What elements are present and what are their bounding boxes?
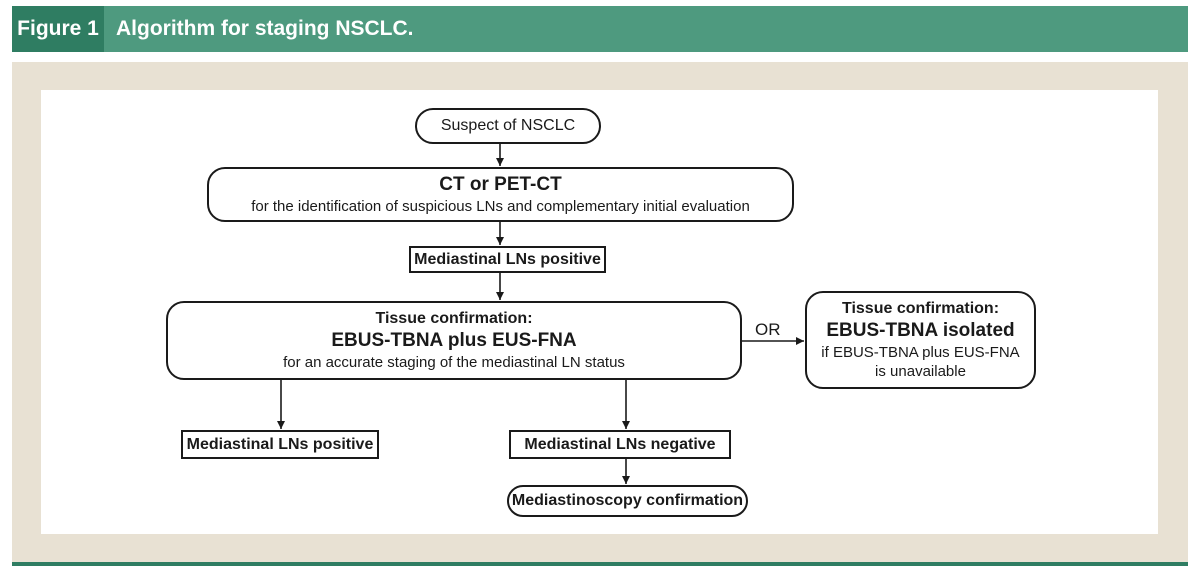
bottom-rule [12, 562, 1188, 566]
node-imaging-title: CT or PET-CT [439, 174, 562, 195]
node-tissue-main-subtitle: for an accurate staging of the mediastin… [283, 354, 625, 371]
node-tissue-main: Tissue confirmation: EBUS-TBNA plus EUS-… [166, 301, 742, 380]
node-mediastinoscopy-text: Mediastinoscopy confirmation [511, 492, 744, 509]
node-suspect-text: Suspect of NSCLC [440, 117, 576, 134]
node-tissue-alt: Tissue confirmation: EBUS-TBNA isolated … [805, 291, 1036, 389]
node-positive-2-text: Mediastinal LNs positive [186, 435, 374, 453]
node-tissue-main-heading: Tissue confirmation: [375, 310, 533, 327]
node-tissue-alt-subtitle-2: is unavailable [875, 363, 966, 380]
node-imaging-subtitle: for the identification of suspicious LNs… [251, 198, 750, 215]
node-tissue-alt-title: EBUS-TBNA isolated [826, 320, 1015, 341]
node-tissue-alt-subtitle-1: if EBUS-TBNA plus EUS-FNA [821, 344, 1020, 361]
node-positive-2: Mediastinal LNs positive [181, 430, 379, 459]
or-label: OR [755, 320, 781, 339]
node-negative: Mediastinal LNs negative [509, 430, 731, 459]
figure-label: Figure 1 [12, 6, 104, 52]
node-positive-1: Mediastinal LNs positive [409, 246, 606, 273]
node-suspect: Suspect of NSCLC [415, 108, 601, 144]
node-imaging: CT or PET-CT for the identification of s… [207, 167, 794, 222]
figure-title: Algorithm for staging NSCLC. [116, 17, 414, 40]
node-negative-text: Mediastinal LNs negative [524, 435, 716, 453]
node-positive-1-text: Mediastinal LNs positive [414, 250, 601, 268]
node-mediastinoscopy: Mediastinoscopy confirmation [507, 485, 748, 517]
node-tissue-main-title: EBUS-TBNA plus EUS-FNA [331, 330, 577, 351]
node-tissue-alt-heading: Tissue confirmation: [841, 300, 1000, 317]
figure-header: Figure 1 Algorithm for staging NSCLC. [12, 6, 1188, 52]
